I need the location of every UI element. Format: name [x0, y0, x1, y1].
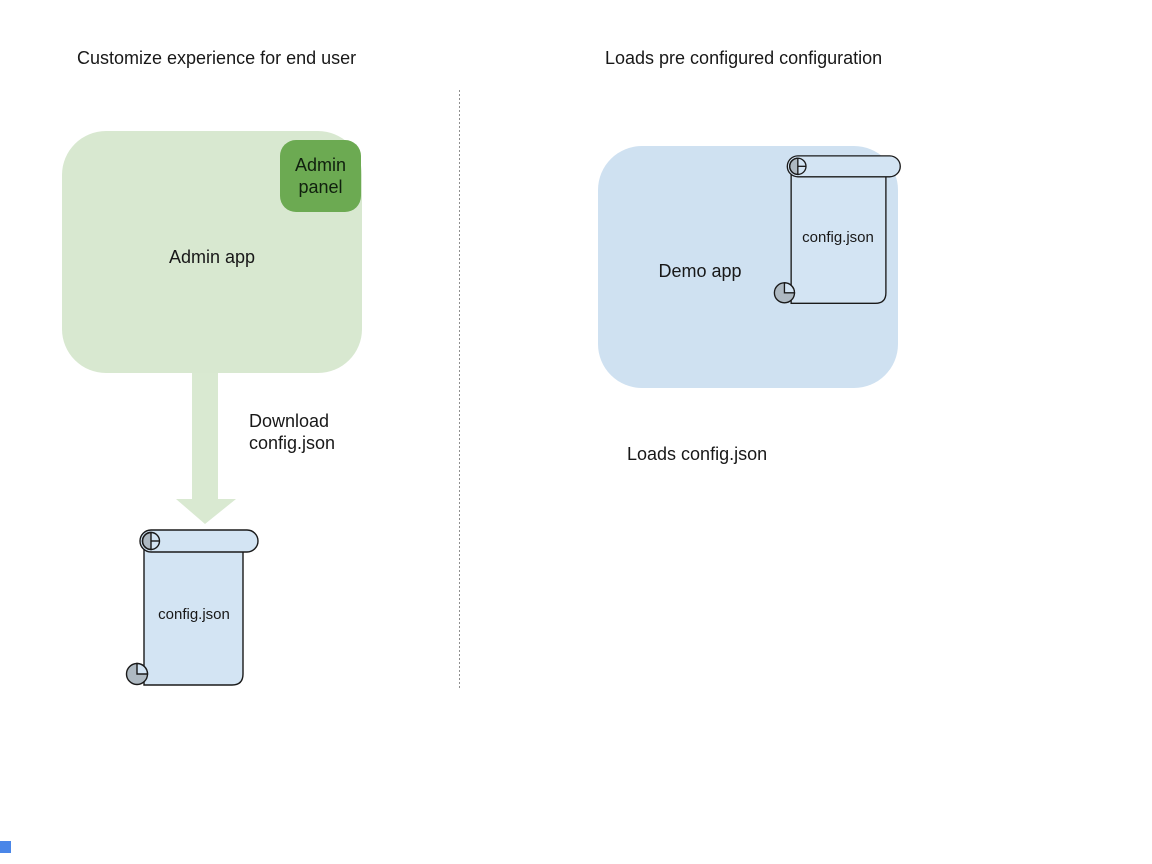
admin-panel-label: Admin panel [294, 155, 347, 197]
loads-config-caption: Loads config.json [627, 444, 768, 464]
download-arrow [176, 373, 236, 524]
scroll-bottom-curl-notch [783, 282, 796, 294]
scroll-bottom-curl-notch [136, 662, 149, 675]
blue-square-artifact [0, 841, 11, 853]
config-json-label-left: config.json [158, 606, 230, 623]
config-json-scroll-right [773, 155, 901, 304]
left-section-title: Customize experience for end user [77, 48, 357, 68]
section-divider-dotted-line [459, 90, 460, 688]
right-section-title: Loads pre configured configuration [605, 48, 883, 68]
scroll-body [790, 165, 887, 304]
admin-panel-box: Admin panel [280, 140, 361, 212]
scroll-top-roll [139, 529, 259, 553]
config-json-label-right: config.json [802, 229, 874, 246]
demo-app-label: Demo app [658, 261, 742, 281]
admin-app-label: Admin app [168, 247, 256, 267]
download-arrow-label: Download config.json [249, 411, 336, 453]
scroll-top-roll [786, 155, 901, 178]
scroll-body [143, 540, 244, 686]
config-json-scroll-left [125, 529, 259, 686]
download-arrow-shape [176, 373, 236, 524]
scroll-top-curl-outline [789, 157, 807, 176]
